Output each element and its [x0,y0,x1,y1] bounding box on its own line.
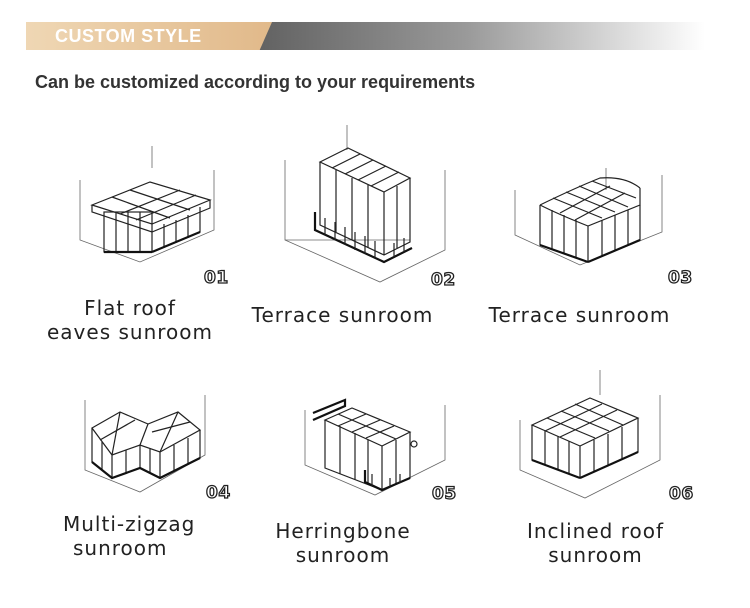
caption-line: Multi-zigzag [63,512,196,536]
multi-zigzag-sunroom-drawing [84,395,206,493]
style-card-04: 04 Multi-zigzag sunroom [0,0,250,600]
banner-tag [26,22,272,50]
style-card-05: 05 Herringbone sunroom [232,398,457,567]
style-card-02: 02 Terrace sunroom [0,0,500,360]
caption-line: Inclined roof sunroom [526,519,664,567]
style-number-05: 05 [431,483,457,504]
caption-line: Terrace sunroom [251,303,434,327]
style-number-01: 01 [203,267,229,288]
style-number-06: 06 [668,483,694,504]
curved-terrace-sunroom-drawing [514,168,663,266]
terrace-sunroom-drawing [284,125,446,283]
style-caption-02: Terrace sunroom [240,303,445,327]
style-caption-05: Herringbone sunroom [232,519,454,567]
caption-line: Herringbone sunroom [275,519,411,567]
style-card-01: 01 Flat roof eaves sunroom [0,0,250,360]
flat-roof-eaves-sunroom-drawing [79,146,215,263]
section-banner: CUSTOM STYLE [0,22,705,50]
banner-title: CUSTOM STYLE [55,26,202,46]
style-number-02: 02 [430,269,456,290]
caption-line: Terrace sunroom [488,303,671,327]
style-caption-03: Terrace sunroom [477,303,682,327]
style-caption-06: Inclined roof sunroom [483,519,708,567]
style-caption-04: Multi-zigzag sunroom [45,512,205,560]
herringbone-sunroom-drawing [304,398,446,496]
style-card-03: 03 Terrace sunroom [477,168,693,327]
page-subtitle: Can be customized according to your requ… [35,72,476,92]
caption-line: eaves sunroom [47,320,213,344]
caption-line: Flat roof [84,296,176,320]
style-caption-01: Flat roof eaves sunroom [40,296,220,344]
style-number-04: 04 [205,482,231,503]
style-number-03: 03 [667,267,693,288]
caption-line: sunroom [73,536,168,560]
